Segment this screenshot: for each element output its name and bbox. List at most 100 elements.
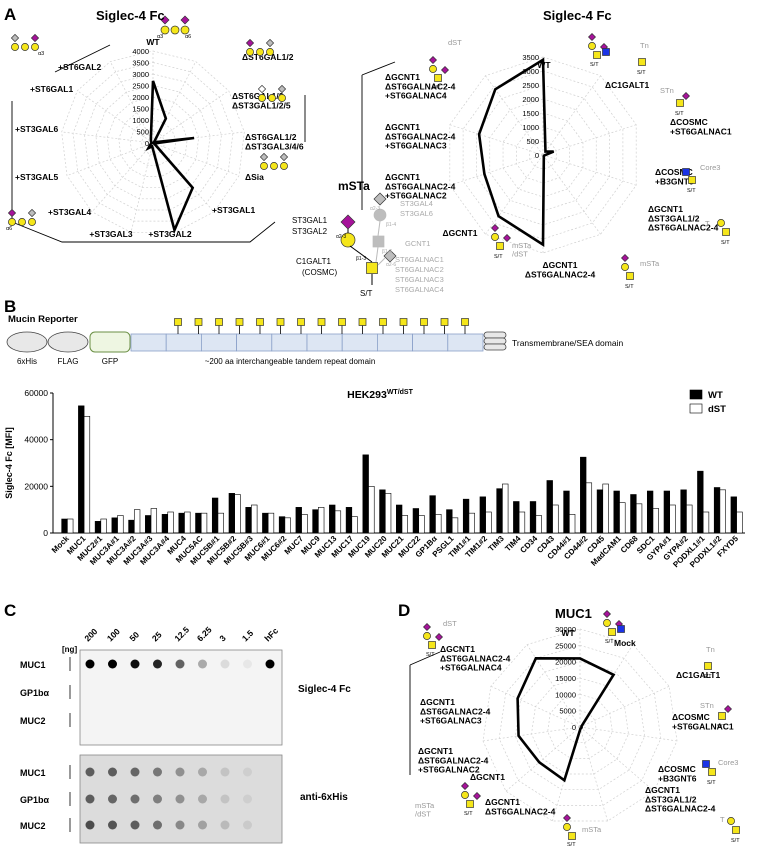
y-tick-label: 40000 (24, 435, 48, 445)
galnac-icon (428, 641, 436, 649)
sialic-acid-icon (503, 234, 511, 242)
radar-axis-label-line: ΔST6GAL1/2 (232, 91, 284, 101)
bar-dst (736, 511, 743, 534)
st-label: S/T (721, 240, 730, 246)
amount-label: 1.5 (240, 628, 256, 644)
bar-wt (580, 456, 587, 534)
sialic-acid-icon (27, 208, 37, 218)
galnac-icon (568, 832, 576, 840)
amount-label: 3 (217, 633, 228, 644)
radar-a-left-title: Siglec-4 Fc (96, 8, 165, 23)
enzyme-label: C1GALT1 (296, 257, 332, 266)
bar-dst (485, 511, 492, 534)
radar-axis-label-line: ΔST6GAL1/2 (245, 132, 297, 142)
linkage-label: α6 (185, 34, 191, 40)
glycan-name-label: T (705, 219, 710, 228)
radar-axis-label: ΔCOSMC+ST6GALNAC1 (672, 712, 734, 731)
bar-dst (67, 518, 74, 534)
bar-wt (546, 480, 553, 534)
radar-axis-label: +ST3GAL1 (212, 205, 255, 215)
galactose-icon (11, 43, 19, 51)
linkage-label: β1-4 (386, 222, 396, 228)
radar-axis-label-line: +ST6GALNAC1 (672, 721, 734, 731)
radar-tick-label: 500 (526, 137, 539, 146)
blot-dot (85, 794, 95, 804)
radar-tick-label: 15000 (555, 674, 576, 683)
bracket-line (11, 101, 276, 243)
glycan-dst6gal-icon (245, 38, 275, 56)
bar-wt (312, 509, 319, 534)
radar-axis-label-line: ΔST3GAL1/2 (648, 213, 700, 223)
radar-spoke (91, 142, 154, 213)
radar-tick-label: 3000 (132, 70, 149, 79)
enzyme-grey-label: ST6GALNAC1 (395, 255, 444, 264)
glcnac-icon (682, 168, 690, 176)
blot-dot (198, 794, 207, 804)
bar-dst (451, 517, 459, 534)
radar-spoke (152, 142, 240, 176)
glycan-name-label: mSTa (582, 825, 602, 834)
amount-label: 12.5 (172, 624, 191, 643)
st-label: S/T (432, 85, 441, 91)
galactose-icon (268, 94, 276, 102)
radar-d-title: MUC1 (555, 606, 592, 621)
glycan-msta-dst-icon: mSTa/dST S/T (415, 782, 481, 818)
radar-spoke (490, 685, 581, 728)
radar-tick-label: 0 (145, 139, 149, 148)
radar-axis-label: +ST3GAL5 (15, 172, 58, 182)
galactose-icon (717, 219, 725, 227)
radar-axis-label: WT (561, 628, 575, 638)
galnac-icon (496, 242, 504, 250)
enzyme-label: (COSMC) (302, 268, 337, 277)
galnac-icon (194, 318, 203, 326)
amount-label: 50 (127, 629, 141, 643)
radar-tick-label: 1500 (132, 105, 149, 114)
amount-label: 25 (150, 629, 164, 643)
radar-chart-a-right: 0500100015002000250030003500WTΔC1GALT1ΔC… (361, 33, 732, 290)
radar-axis-label-line: +ST6GALNAC1 (670, 126, 732, 136)
blot-dot (243, 820, 252, 830)
bar-wt (462, 498, 470, 534)
bar-dst (267, 512, 275, 534)
glycan-name-label: mSTa (640, 259, 660, 268)
glycan-name-label: mSTa/dST (415, 801, 435, 818)
blot-label-top: Siglec-4 Fc (298, 684, 351, 695)
galnac-icon (215, 318, 223, 326)
tandem-repeat-segment (236, 333, 273, 352)
glycan-name-label: Core3 (700, 163, 720, 172)
sialic-acid-icon (180, 15, 190, 25)
bar-dst (351, 516, 358, 534)
st-label: S/T (637, 70, 646, 76)
st-label: S/T (464, 811, 473, 817)
radar-axis-label: Mock (614, 638, 636, 648)
bar-wt (278, 516, 286, 534)
blot-dot (198, 820, 207, 830)
enzyme-grey-label: ST6GALNAC3 (395, 275, 444, 284)
radar-series-line (145, 80, 195, 235)
bar-wt (396, 504, 403, 534)
glcnac-icon (617, 625, 625, 633)
glycan-t-icon: T S/T (705, 219, 730, 246)
radar-grid-ring (84, 73, 222, 211)
galnac-icon (317, 318, 326, 326)
bar-dst (117, 515, 124, 534)
radar-spoke (61, 131, 154, 144)
bar-dst (301, 514, 308, 534)
glycan-name-label: Tn (706, 645, 715, 654)
linkage-label: β1-6 (382, 249, 392, 255)
radar-tick-label: 2500 (132, 82, 149, 91)
radar-tick-label: 0 (572, 723, 576, 732)
galactose-icon (280, 162, 288, 170)
radar-spoke (130, 142, 154, 233)
galnac-icon (466, 800, 474, 808)
tandem-repeat-segment (130, 333, 167, 352)
radar-axis-label: +ST6GAL2 (58, 62, 101, 72)
bar-wt (245, 507, 252, 534)
st-label: S/T (731, 838, 740, 844)
